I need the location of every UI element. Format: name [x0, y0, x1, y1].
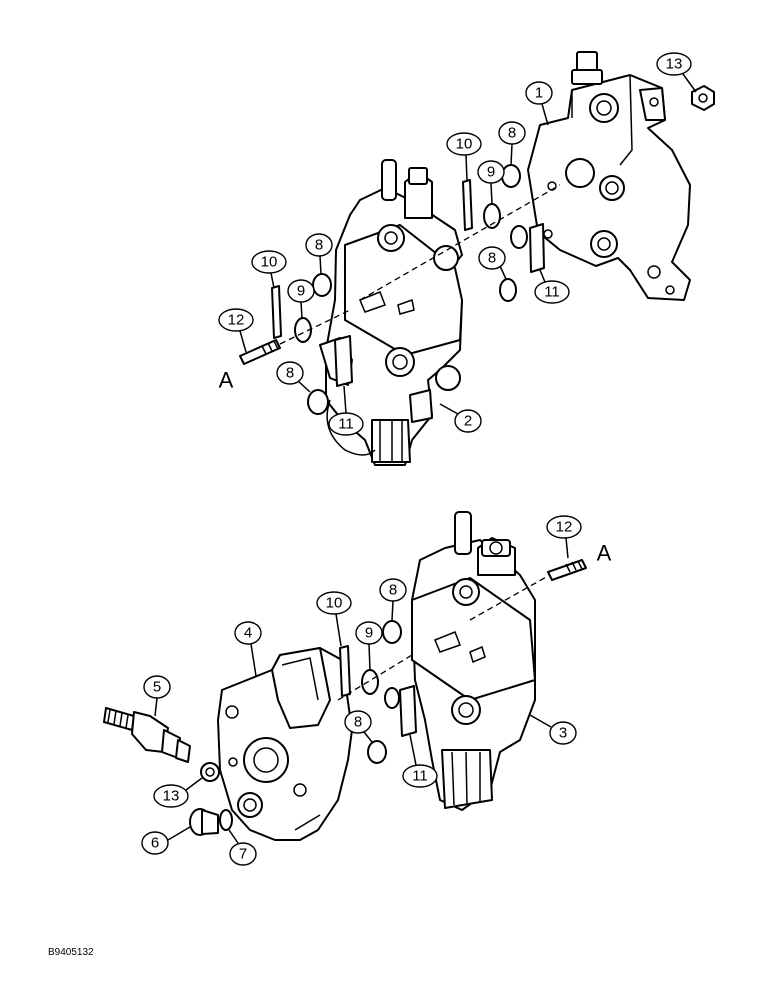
- plug-part-6: [189, 808, 219, 836]
- callout-6: 6: [141, 826, 191, 855]
- callout-10-bottom: 10: [316, 591, 352, 647]
- top-callouts: 1 13 10 8 9 8 11 8 10 9 12 8 11 2 A: [218, 52, 697, 436]
- callout-13-bottom: 13: [153, 777, 203, 808]
- svg-text:8: 8: [508, 125, 516, 142]
- callout-9-top-a: 9: [477, 160, 505, 205]
- pin-part-12-bottom: [547, 559, 587, 581]
- svg-text:8: 8: [389, 582, 397, 599]
- callout-8-bottom-a: 8: [379, 578, 407, 621]
- bottom-callouts: 12 A 8 10 9 8 11 3 4 5 13 6 7: [141, 515, 612, 866]
- nut-part-13-top: [691, 85, 715, 111]
- callout-1: 1: [525, 81, 553, 126]
- callout-9-bottom: 9: [355, 621, 383, 671]
- callout-4: 4: [234, 621, 262, 677]
- end-cover-part-1: [527, 51, 691, 301]
- callout-10-top-left: 10: [251, 250, 287, 289]
- svg-text:7: 7: [239, 846, 247, 863]
- svg-text:8: 8: [354, 714, 362, 731]
- svg-text:11: 11: [544, 284, 560, 301]
- top-alignment-line: [279, 184, 561, 345]
- callout-13-top: 13: [656, 52, 697, 93]
- callout-7: 7: [228, 829, 257, 866]
- valve-section-part-2: [319, 159, 463, 466]
- callout-5: 5: [143, 675, 171, 717]
- svg-text:3: 3: [559, 725, 567, 742]
- connector-label-a-top: A: [219, 368, 234, 393]
- callout-12-top: 12: [218, 308, 254, 353]
- callout-3: 3: [529, 714, 577, 745]
- top-seals: [271, 164, 545, 415]
- callout-11-top-left: 11: [328, 385, 364, 436]
- callout-8-bottom-b: 8: [344, 710, 373, 743]
- callout-8-top-c: 8: [305, 233, 333, 275]
- callout-2: 2: [439, 403, 482, 433]
- valve-section-part-3: [411, 511, 536, 811]
- svg-text:5: 5: [153, 679, 161, 696]
- callout-11-bottom: 11: [402, 734, 438, 788]
- callout-8-top-b: 8: [478, 246, 507, 280]
- svg-text:9: 9: [487, 164, 495, 181]
- oring-part-7: [219, 809, 233, 831]
- svg-text:11: 11: [412, 768, 428, 785]
- svg-text:1: 1: [535, 85, 543, 102]
- svg-text:10: 10: [261, 254, 278, 271]
- svg-text:13: 13: [666, 56, 683, 73]
- svg-text:2: 2: [464, 413, 472, 430]
- svg-text:8: 8: [488, 250, 496, 267]
- svg-text:10: 10: [456, 136, 473, 153]
- svg-text:6: 6: [151, 835, 159, 852]
- svg-text:12: 12: [228, 312, 245, 329]
- svg-text:9: 9: [297, 283, 305, 300]
- bottom-seals: [339, 620, 417, 764]
- callout-9-top-b: 9: [287, 279, 315, 319]
- callout-8-top-a: 8: [498, 121, 526, 166]
- callout-8-top-d: 8: [276, 361, 311, 393]
- svg-text:10: 10: [326, 595, 343, 612]
- callout-11-top-right: 11: [534, 269, 570, 304]
- relief-valve-part-5: [103, 707, 191, 763]
- svg-text:13: 13: [163, 788, 180, 805]
- svg-text:8: 8: [315, 237, 323, 254]
- bottom-alignment-line: [337, 575, 549, 701]
- svg-text:4: 4: [244, 625, 252, 642]
- svg-text:12: 12: [556, 519, 573, 536]
- nut-part-13-bottom: [200, 762, 220, 782]
- callout-10-top-right: 10: [446, 132, 482, 181]
- svg-text:11: 11: [338, 416, 354, 433]
- callout-12-bottom: 12: [546, 515, 582, 559]
- svg-text:9: 9: [365, 625, 373, 642]
- svg-text:8: 8: [286, 365, 294, 382]
- pin-part-12-top: [239, 339, 281, 365]
- connector-label-a-bottom: A: [597, 541, 612, 566]
- outlet-cover-part-4: [217, 647, 353, 841]
- drawing-code: B9405132: [48, 947, 94, 958]
